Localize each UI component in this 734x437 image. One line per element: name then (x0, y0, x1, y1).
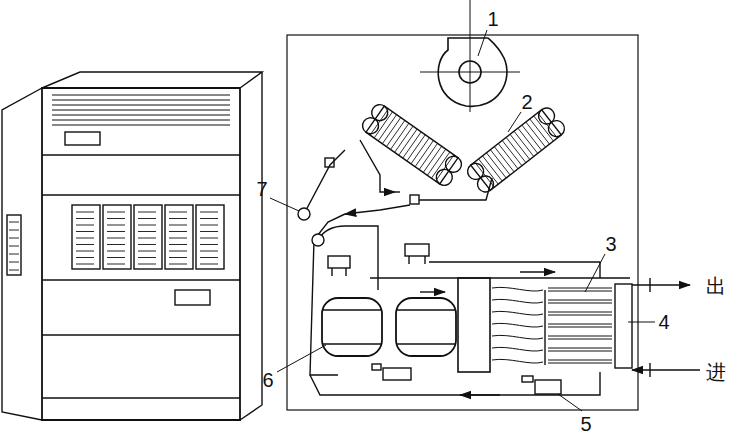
schematic (270, 0, 700, 411)
callout-number: 1 (487, 9, 498, 29)
callout-number: 5 (580, 414, 591, 434)
flow-label: 进 (706, 362, 726, 382)
flow-label: 出 (706, 276, 726, 296)
callout-number: 6 (262, 370, 273, 390)
cabinet-unit (2, 72, 262, 420)
callout-number: 4 (658, 312, 669, 332)
callout-number: 3 (605, 234, 616, 254)
callout-number: 2 (521, 92, 532, 112)
callout-number: 7 (256, 179, 267, 199)
